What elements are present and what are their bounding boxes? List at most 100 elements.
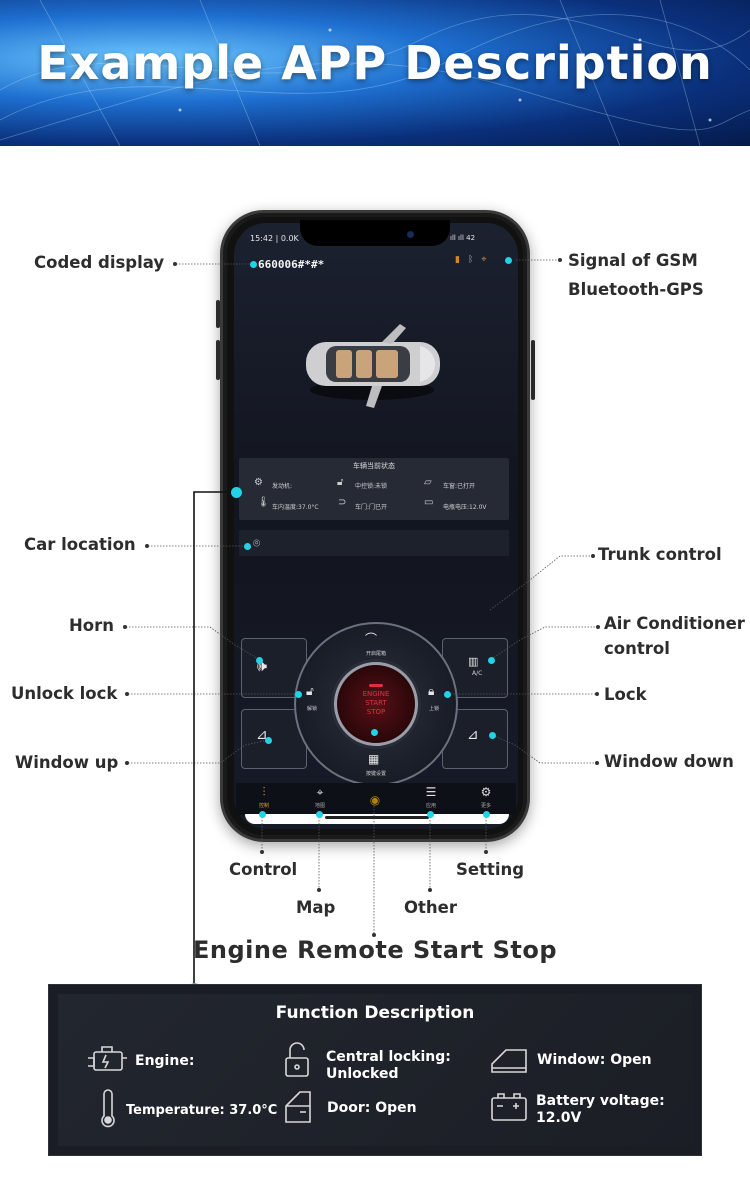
setting-label[interactable]: 按键设置 <box>365 771 386 777</box>
fd-battery-label: Battery voltage: <box>536 1093 665 1109</box>
header-banner: Example APP Description <box>0 0 750 146</box>
callout-dot <box>489 732 496 739</box>
annotation-dot <box>317 888 321 892</box>
engine-remote-caption: Engine Remote Start Stop <box>192 936 557 964</box>
label-signal-gsm: Signal of GSM <box>568 251 698 270</box>
engine-line-2: START <box>365 699 387 707</box>
status-lock: 中控锁:未锁 <box>355 483 388 490</box>
callout-dot <box>295 691 302 698</box>
gsm-signal-icon: ▮ <box>455 255 468 265</box>
status-time: 15:42 | 0.0K <box>250 234 299 243</box>
nav-setting-label[interactable]: 更多 <box>480 803 491 809</box>
home-indicator[interactable] <box>325 816 429 819</box>
annotation-dot <box>484 850 488 854</box>
fd-central-locking: Central locking: Unlocked <box>326 1049 451 1083</box>
label-lock: Lock <box>604 685 647 704</box>
nav-control-label[interactable]: 控制 <box>258 803 269 809</box>
gps-icon: ⌖ <box>481 255 495 265</box>
label-ac-control: control <box>604 639 670 658</box>
lock-icon: 🔓︎ <box>337 477 344 488</box>
map-pin-icon[interactable]: ⌖ <box>316 785 324 799</box>
callout-dot <box>259 811 266 818</box>
fd-temperature: Temperature: 37.0°C <box>126 1103 278 1118</box>
coded-display: 660006#*#* <box>258 258 325 271</box>
annotation-dot <box>123 625 127 629</box>
ac-icon: ▥ <box>468 655 479 668</box>
label-bluetooth-gps: Bluetooth-GPS <box>568 280 704 299</box>
annotation-dot <box>145 544 149 548</box>
fd-central-locking-value: Unlocked <box>326 1066 399 1082</box>
fd-central-locking-label: Central locking: <box>326 1049 451 1065</box>
phone-notch <box>300 220 450 246</box>
engine-line-3: STOP <box>366 708 386 716</box>
label-trunk-control: Trunk control <box>598 545 722 564</box>
car-lock-icon[interactable]: ◉ <box>369 793 381 807</box>
fd-battery: Battery voltage: 12.0V <box>536 1093 665 1127</box>
lock-button-icon[interactable]: 🔒︎ <box>428 684 435 698</box>
callout-dot <box>371 729 378 736</box>
engine-icon: ⚙ <box>254 477 263 488</box>
phone-side-button <box>216 340 220 380</box>
label-unlock-lock: Unlock lock <box>11 684 118 703</box>
annotation-dot <box>595 692 599 696</box>
annotation-dot <box>372 933 376 937</box>
nav-map-label[interactable]: 地图 <box>314 803 325 809</box>
status-door: 车门:门已开 <box>355 504 388 511</box>
callout-dot <box>483 811 490 818</box>
callout-dot <box>316 811 323 818</box>
trunk-label[interactable]: 开启尾箱 <box>365 651 386 657</box>
label-window-down: Window down <box>604 752 734 771</box>
phone-side-button <box>531 340 535 400</box>
fd-window: Window: Open <box>537 1052 652 1068</box>
network-background-graphic <box>0 0 750 146</box>
annotation-dot <box>260 850 264 854</box>
function-description-title: Function Description <box>275 1003 475 1023</box>
callout-dot <box>427 811 434 818</box>
callout-dot <box>444 691 451 698</box>
list-icon[interactable]: ☰ <box>425 785 437 799</box>
label-control: Control <box>229 860 298 879</box>
label-setting: Setting <box>456 860 525 879</box>
annotation-dot <box>596 625 600 629</box>
status-engine: 发动机: <box>272 483 293 490</box>
callout-dot <box>231 487 242 498</box>
window-icon: ▱ <box>424 477 432 488</box>
callout-dot <box>505 257 512 264</box>
label-window-up: Window up <box>15 753 119 772</box>
label-coded-display: Coded display <box>34 253 165 272</box>
label-horn: Horn <box>69 616 115 635</box>
engine-start-stop-text: ENGINE START STOP <box>334 690 418 717</box>
thermometer-icon: 🌡︎ <box>257 497 270 508</box>
engine-power-mark <box>369 684 383 687</box>
location-pin-icon[interactable]: ⌾ <box>253 536 261 550</box>
callout-dot <box>244 543 251 550</box>
annotation-dot <box>125 692 129 696</box>
control-icon[interactable]: ⫶ <box>262 785 266 799</box>
label-map: Map <box>296 898 336 917</box>
status-battery: 电瓶电压:12.0V <box>443 504 487 511</box>
annotation-dot <box>595 761 599 765</box>
annotation-dot <box>428 888 432 892</box>
car-location-bar[interactable] <box>239 530 509 556</box>
nav-other-label[interactable]: 应用 <box>425 803 436 809</box>
label-other: Other <box>404 898 457 917</box>
annotation-dot <box>591 554 595 558</box>
gear-icon[interactable]: ⚙ <box>480 785 492 799</box>
battery-icon: ▭ <box>424 497 434 508</box>
fd-door: Door: Open <box>327 1100 417 1116</box>
callout-dot <box>265 737 272 744</box>
unlock-label[interactable]: 解锁 <box>306 706 317 712</box>
bottom-nav <box>236 783 516 815</box>
front-camera <box>407 231 414 238</box>
status-indicators: ıll ıll 42 <box>450 234 476 242</box>
unlock-icon[interactable]: 🔓︎ <box>306 684 314 698</box>
label-car-location: Car location <box>24 535 136 554</box>
door-icon: ⊃ <box>338 497 347 508</box>
window-down-icon: ⊿ <box>467 727 479 743</box>
lock-label[interactable]: 上锁 <box>428 706 439 712</box>
callout-dot <box>250 261 257 268</box>
annotation-dot <box>125 761 129 765</box>
annotation-dot <box>558 258 562 262</box>
grid-icon[interactable]: ▦ <box>368 752 380 766</box>
trunk-icon[interactable]: ⌒ <box>365 632 378 646</box>
